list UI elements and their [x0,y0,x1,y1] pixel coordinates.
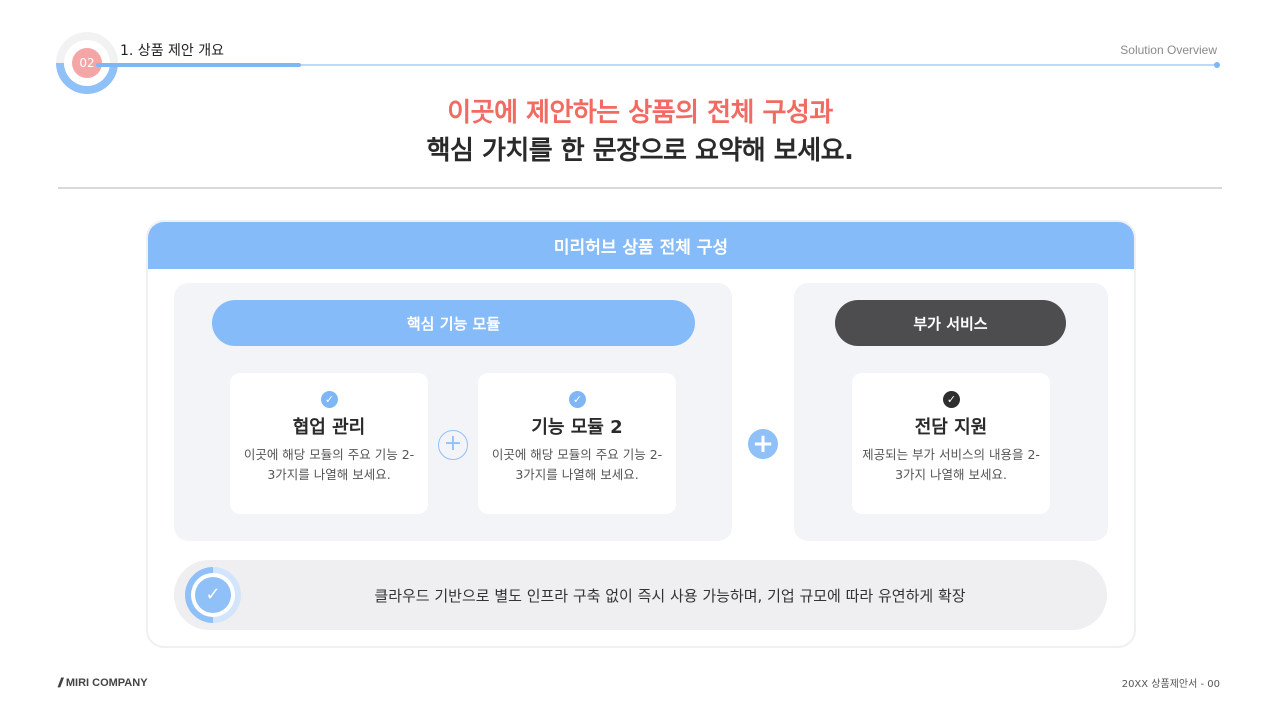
check-icon: ✓ [569,391,586,408]
check-icon: ✓ [943,391,960,408]
module-card-desc: 이곳에 해당 모듈의 주요 기능 2-3가지를 나열해 보세요. [243,447,415,482]
module-card: ✓ 협업 관리 이곳에 해당 모듈의 주요 기능 2-3가지를 나열해 보세요. [230,373,428,514]
header-divider-accent [96,63,301,67]
headline-separator [58,187,1222,189]
service-card-desc: 제공되는 부가 서비스의 내용을 2-3가지 나열해 보세요. [862,447,1040,482]
section-title: 1. 상품 제안 개요 [120,43,224,59]
section-label-right: Solution Overview [1120,43,1217,57]
check-circle-icon: ✓ [185,567,241,623]
plus-icon: + [438,430,468,460]
company-logo: /// MIRI COMPANY [58,675,148,690]
check-icon: ✓ [321,391,338,408]
headline-line1: 이곳에 제안하는 상품의 전체 구성과 [447,98,833,128]
summary-bar [174,560,1107,630]
logo-mark-icon: /// [58,675,63,690]
module-card: ✓ 기능 모듈 2 이곳에 해당 모듈의 주요 기능 2-3가지를 나열해 보세… [478,373,676,514]
service-card-title: 전담 지원 [914,417,988,438]
header-divider-dot [1214,62,1220,68]
plus-icon: + [748,429,778,459]
service-card: ✓ 전담 지원 제공되는 부가 서비스의 내용을 2-3가지 나열해 보세요. [852,373,1050,514]
summary-text: 클라우드 기반으로 별도 인프라 구축 없이 즉시 사용 가능하며, 기업 규모… [374,586,966,605]
extra-service-label: 부가 서비스 [835,300,1066,346]
header-divider [96,64,1218,66]
module-card-desc: 이곳에 해당 모듈의 주요 기능 2-3가지를 나열해 보세요. [491,447,663,482]
module-card-title: 기능 모듈 2 [531,417,623,438]
panel-title: 미리허브 상품 전체 구성 [148,222,1134,269]
module-card-title: 협업 관리 [292,417,366,438]
company-name: MIRI COMPANY [65,676,148,689]
document-page-label: 20XX 상품제안서 - 00 [1121,679,1220,690]
core-module-label: 핵심 기능 모듈 [212,300,695,346]
headline-line2: 핵심 가치를 한 문장으로 요약해 보세요. [426,136,854,166]
